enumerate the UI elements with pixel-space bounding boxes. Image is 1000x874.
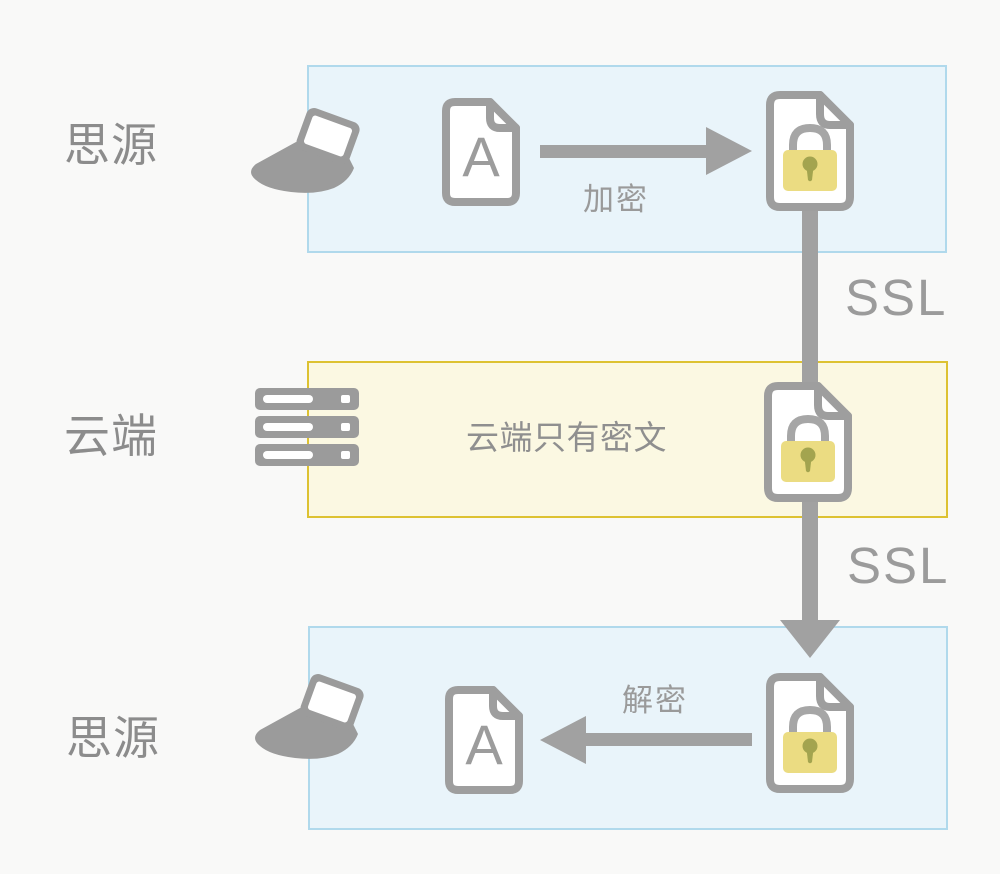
document-letter: A [462, 125, 500, 188]
document-letter: A [465, 713, 503, 776]
encrypted-document-icon [764, 382, 852, 502]
row-label-siyuan-top: 思源 [64, 119, 158, 171]
server-icon [255, 388, 359, 466]
encrypted-document-icon [766, 91, 854, 211]
row-label-cloud: 云端 [64, 410, 158, 462]
decrypt-label: 解密 [622, 683, 688, 718]
row-label-siyuan-bottom: 思源 [66, 712, 160, 764]
laptop-icon [255, 674, 364, 759]
ssl-upper-connector-line [802, 210, 818, 385]
encrypt-label: 加密 [583, 182, 649, 217]
ssl-label-lower: SSL [847, 537, 950, 594]
plain-document-icon: A [438, 95, 524, 209]
ssl-label-upper: SSL [845, 269, 948, 326]
cloud-zone-text: 云端只有密文 [466, 419, 667, 456]
arrow-down-icon [780, 498, 840, 658]
laptop-icon [251, 108, 360, 193]
arrow-right-icon [540, 127, 752, 175]
arrow-left-icon [540, 716, 752, 764]
encrypted-document-icon [766, 673, 854, 793]
plain-document-icon: A [441, 683, 527, 797]
